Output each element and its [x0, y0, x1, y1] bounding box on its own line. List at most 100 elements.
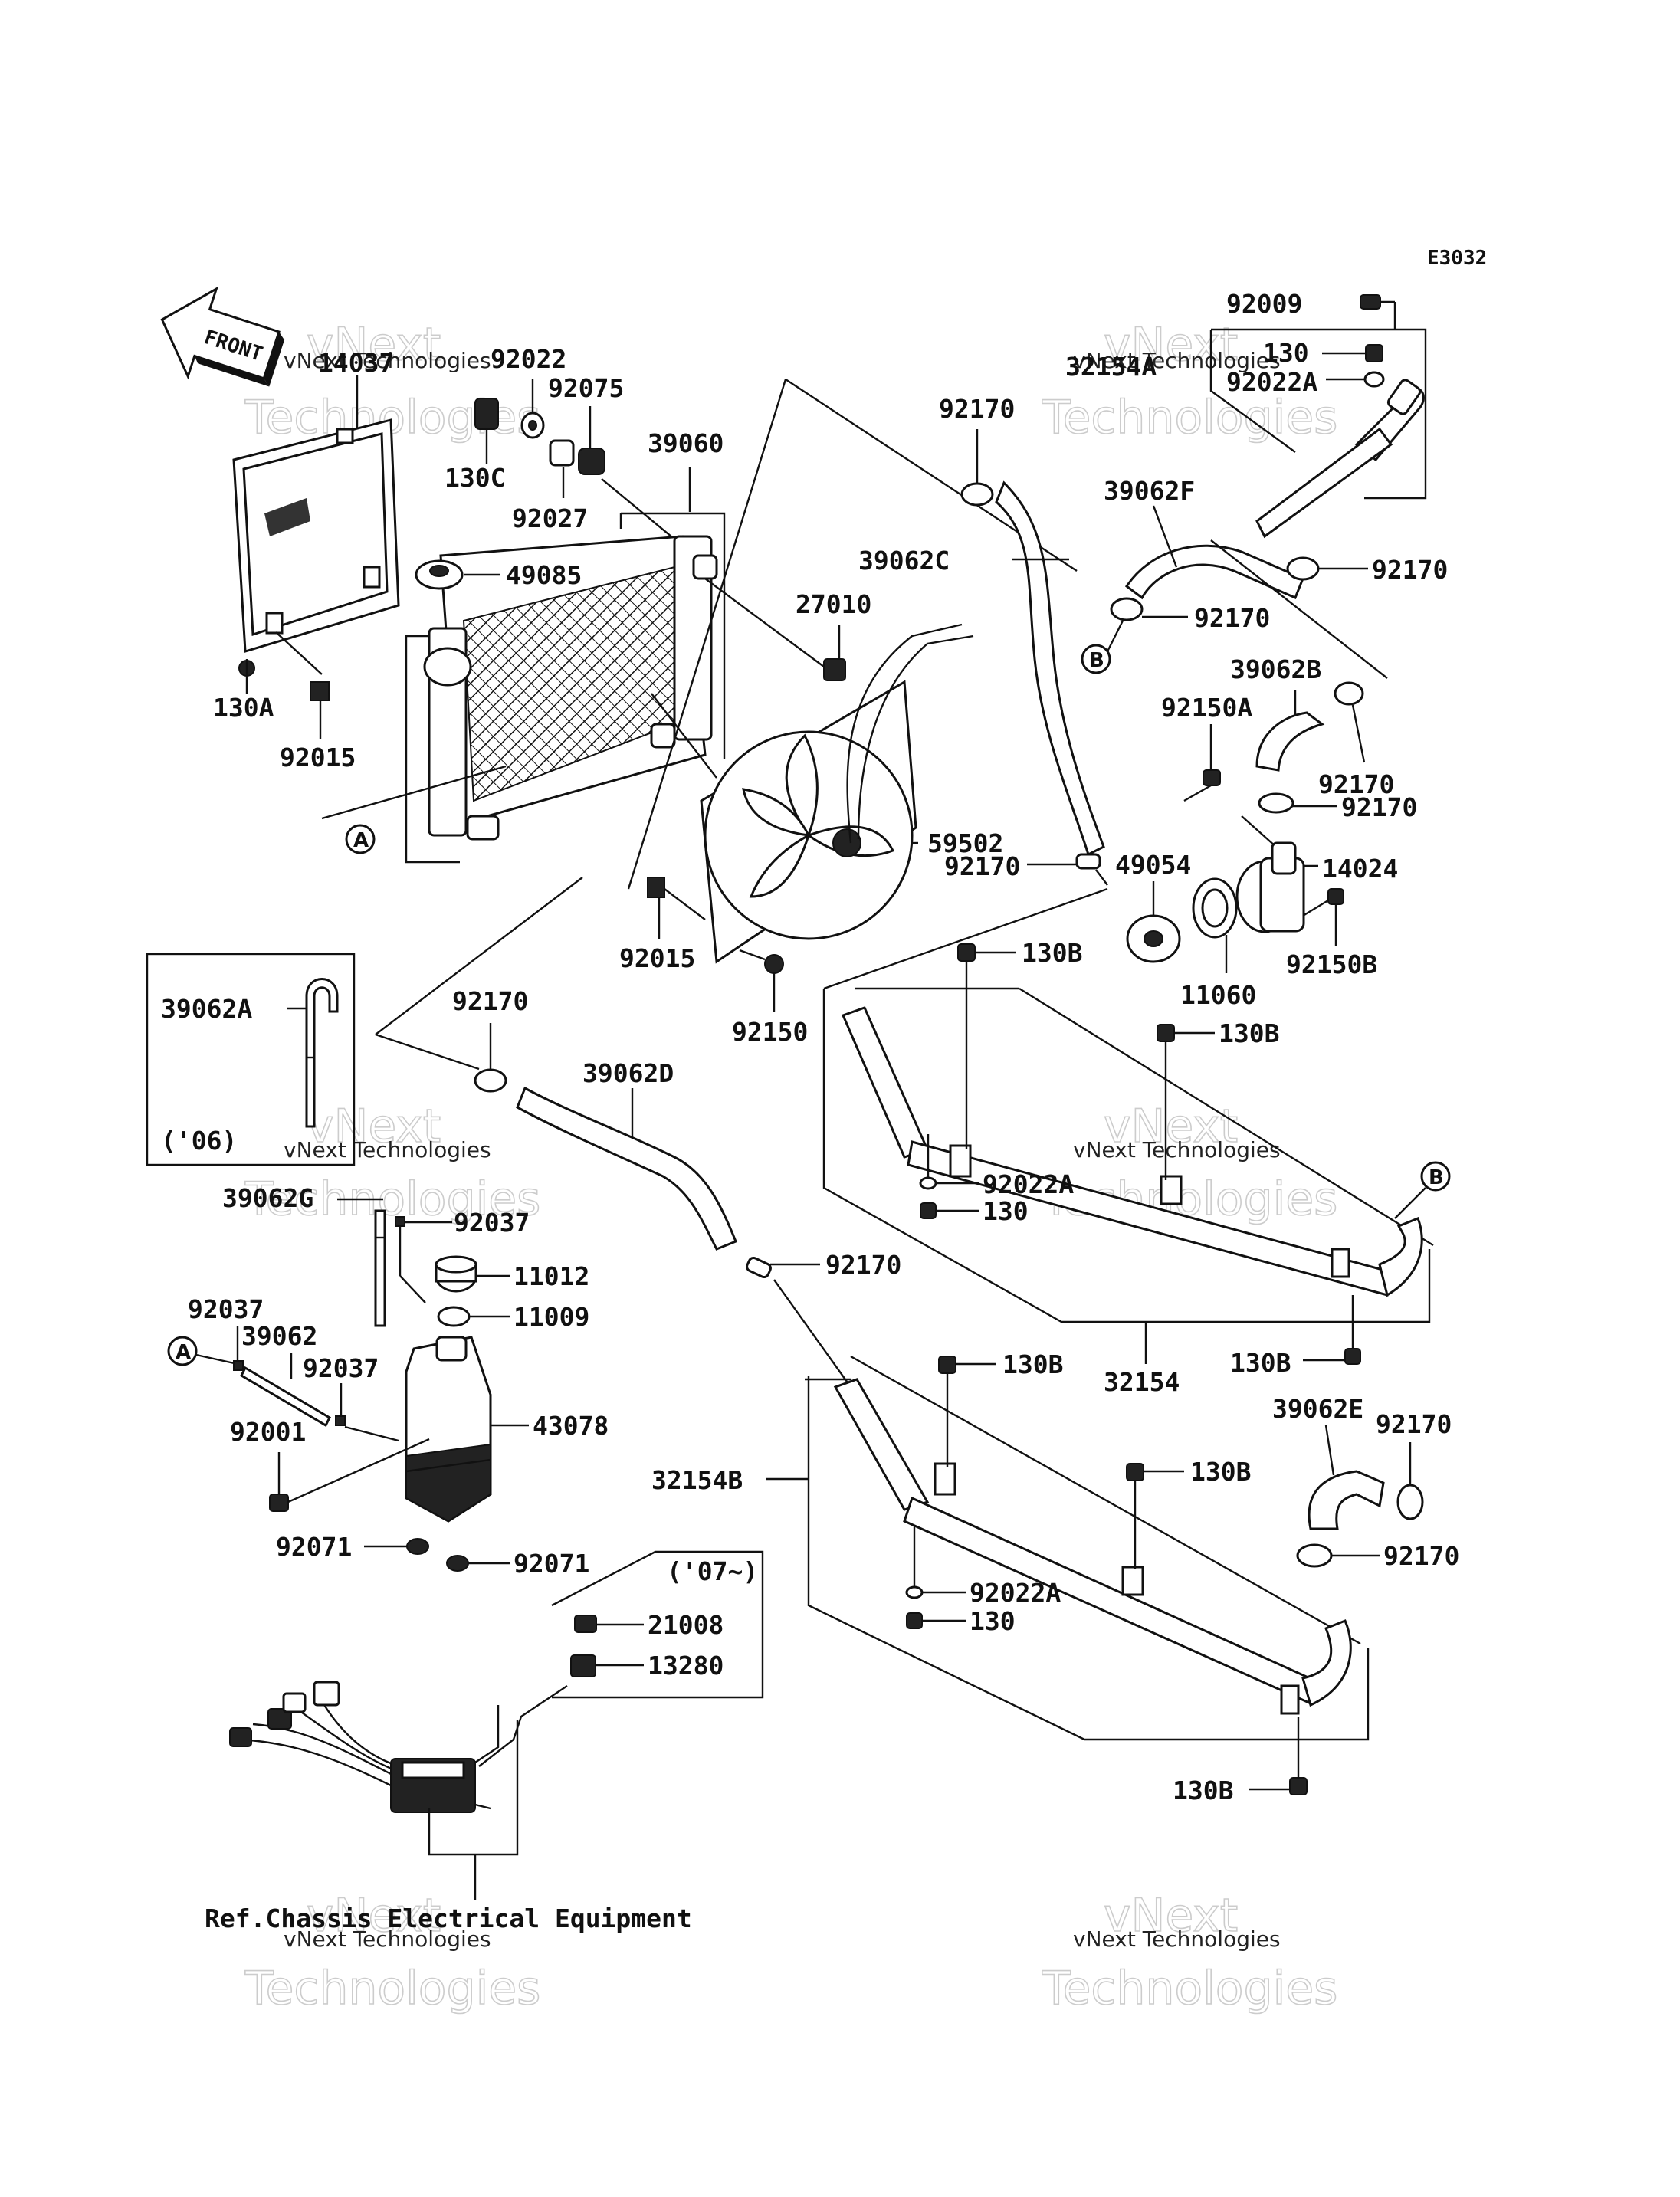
svg-text:vNext: vNext — [1104, 1100, 1238, 1153]
svg-text:A: A — [353, 829, 369, 852]
part-label-13280: 13280 — [648, 1651, 724, 1681]
year-box-06 — [146, 953, 356, 1166]
part-label-92001: 92001 — [230, 1417, 306, 1447]
part-label-32154: 32154 — [1104, 1367, 1180, 1397]
reservoir-tank-43078 — [405, 1336, 529, 1523]
part-label-27010: 27010 — [796, 589, 871, 619]
part-label-92015-b: 92015 — [619, 943, 695, 973]
part-label-130b-4: 130B — [1002, 1349, 1063, 1379]
svg-text:Technologies: Technologies — [1042, 1962, 1337, 2015]
part-label-92150b: 92150B — [1286, 949, 1377, 979]
part-label-92075: 92075 — [548, 373, 624, 403]
fan-switch-27010 — [704, 578, 846, 681]
part-label-130a: 130A — [213, 693, 274, 723]
diagram-code: E3032 — [1427, 247, 1487, 270]
part-label-92022a-mid: 92022A — [983, 1169, 1074, 1199]
bolt-130b-3 — [1303, 1295, 1361, 1365]
thermostat-49054 — [1126, 881, 1181, 963]
washer-92022a-mid — [919, 1134, 979, 1190]
radiator — [423, 535, 718, 841]
hose-39062e — [1308, 1470, 1385, 1530]
part-label-14037: 14037 — [318, 348, 394, 378]
part-label-32154a: 32154A — [1065, 352, 1157, 382]
part-label-130-low: 130 — [970, 1606, 1016, 1636]
gasket-11060 — [1192, 877, 1238, 973]
bolt-92150a — [1183, 724, 1221, 802]
clamp-92170-f1 — [1286, 556, 1368, 581]
clamp-92170-g — [746, 1256, 820, 1279]
washer-92022a-low — [905, 1525, 966, 1599]
bolt-92001 — [269, 1438, 430, 1512]
part-label-92170-b2: 92170 — [1341, 792, 1417, 822]
svg-text:vNext Technologies: vNext Technologies — [284, 1926, 491, 1952]
pipe-32154b — [833, 1378, 1352, 1715]
bolt-130b-5 — [1126, 1463, 1184, 1569]
clip-92015-b — [647, 877, 706, 939]
year-note-07: ('07~) — [667, 1556, 758, 1586]
washer-92022a-top — [1326, 371, 1385, 388]
svg-text:vNext Technologies: vNext Technologies — [284, 1137, 491, 1162]
part-label-92170-e1: 92170 — [1376, 1409, 1452, 1439]
part-label-92170-f1: 92170 — [1372, 555, 1448, 585]
bolt-130b-4 — [938, 1356, 996, 1467]
clamp-92170-top — [960, 429, 994, 507]
part-label-92170-top: 92170 — [939, 394, 1015, 424]
part-label-39062g: 39062G — [222, 1183, 313, 1213]
svg-text:Technologies: Technologies — [244, 1172, 540, 1226]
svg-text:vNext Technologies: vNext Technologies — [284, 348, 491, 373]
part-label-39062c: 39062C — [858, 546, 950, 575]
fan-assembly — [700, 623, 974, 964]
part-label-39062a: 39062A — [161, 994, 252, 1024]
bolt-130b-2 — [1157, 1024, 1215, 1180]
clamp-92170-e2 — [1296, 1543, 1380, 1568]
bolt-130b-1 — [957, 943, 1016, 1149]
pipe-32154a — [1255, 379, 1425, 539]
clip-92037-b — [233, 1360, 244, 1371]
marker-a-low: A — [167, 1336, 238, 1366]
part-label-92071-a: 92071 — [276, 1532, 352, 1562]
part-label-11060: 11060 — [1180, 980, 1256, 1010]
svg-text:Technologies: Technologies — [244, 1962, 540, 2015]
bolt-130-mid — [920, 1202, 979, 1219]
wiring-harness — [229, 1681, 568, 1813]
part-label-21008: 21008 — [648, 1610, 724, 1640]
bolt-130b-6 — [1249, 1717, 1308, 1795]
hose-39062d — [516, 1086, 737, 1251]
part-label-39062e: 39062E — [1272, 1394, 1363, 1424]
part-label-11009: 11009 — [514, 1302, 589, 1332]
part-label-49054: 49054 — [1115, 850, 1191, 880]
part-label-92170-e2: 92170 — [1383, 1541, 1459, 1571]
svg-text:vNext Technologies: vNext Technologies — [1073, 1137, 1281, 1162]
marker-b-top: B — [1081, 620, 1124, 674]
part-label-92037-c: 92037 — [303, 1353, 379, 1383]
part-label-14024: 14024 — [1322, 854, 1398, 884]
relay-21008 — [574, 1615, 644, 1633]
part-label-39062: 39062 — [241, 1321, 317, 1351]
collar-92027 — [549, 439, 575, 498]
hose-39062f — [1124, 544, 1304, 600]
part-label-39062d: 39062D — [582, 1058, 674, 1088]
part-label-92027: 92027 — [512, 503, 588, 533]
bolt-92150b — [1302, 888, 1344, 946]
part-label-92009: 92009 — [1226, 289, 1302, 319]
clamp-92170-d — [474, 1023, 507, 1093]
svg-text:Technologies: Technologies — [1042, 391, 1337, 444]
grommet-92071-a — [364, 1538, 429, 1555]
part-label-11012: 11012 — [514, 1261, 589, 1291]
part-label-92170-c: 92170 — [944, 851, 1020, 881]
part-label-130-mid: 130 — [983, 1196, 1029, 1226]
part-label-130b-6: 130B — [1173, 1776, 1233, 1805]
thermostat-housing-14024 — [1235, 841, 1318, 933]
clip-92037-c — [335, 1415, 346, 1426]
bolt-130a — [238, 659, 255, 694]
hose-39062g — [374, 1209, 386, 1327]
hose-39062 — [240, 1366, 331, 1428]
part-label-39062b: 39062B — [1230, 654, 1321, 684]
year-note-06: ('06) — [161, 1126, 237, 1156]
grommet-92071-b — [446, 1555, 510, 1572]
part-label-92037-a: 92037 — [454, 1208, 530, 1238]
part-label-43078: 43078 — [533, 1411, 609, 1441]
svg-text:vNext: vNext — [307, 318, 441, 372]
washer-92022 — [520, 379, 545, 439]
